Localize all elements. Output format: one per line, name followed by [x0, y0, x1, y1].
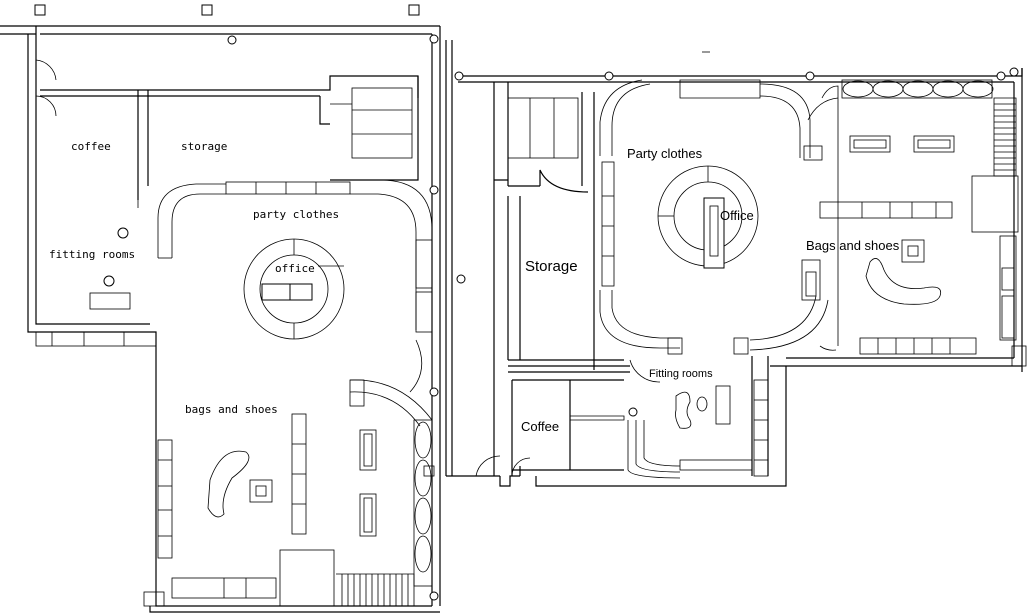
plan-1-room-label-party-clothes: party clothes [253, 208, 339, 221]
plan-1-room-label-fitting-rooms: fitting rooms [49, 248, 135, 261]
plan-2-room-label-office: Office [720, 208, 754, 223]
plan-2-room-label-coffee: Coffee [521, 419, 559, 434]
plan-1-room-label-bags-and-shoes: bags and shoes [185, 403, 278, 416]
plan-2-fitting-fixtures [570, 379, 769, 479]
plan-1-party-counter [35, 179, 433, 347]
plan-1-room-label-office: office [275, 262, 315, 275]
plan-2-party-counter [599, 79, 839, 355]
plan-2-office-ring [657, 165, 759, 269]
plan-2-walls [445, 40, 1023, 487]
plan-2-outlets [454, 67, 1019, 417]
plan-2-bags-fixtures [819, 79, 1027, 367]
plan-2-room-label-storage: Storage [525, 258, 578, 275]
plan-1-storage-shelves [225, 87, 413, 195]
plan-2-room-label-bags-and-shoes: Bags and shoes [806, 238, 900, 253]
plan-1-outlets [34, 4, 439, 601]
plan-2-room-label-fitting-rooms: Fitting rooms [649, 368, 713, 380]
plan-1-room-label-coffee: coffee [71, 140, 111, 153]
plan-2-doors [475, 51, 837, 477]
plan-1-room-label-storage: storage [181, 140, 227, 153]
plan-1: coffee storage party clothes fitting roo… [0, 4, 441, 613]
plan-1-office-ring [243, 238, 345, 340]
plan-2: Party clothes Office Storage Bags and sh… [445, 40, 1027, 487]
plan-1-walls [0, 25, 441, 613]
plan-1-bags-fixtures [143, 339, 435, 607]
plan-1-doors [35, 59, 57, 117]
plan-2-room-label-party-clothes: Party clothes [627, 146, 703, 161]
plan-2-storage-shelves [507, 97, 615, 287]
